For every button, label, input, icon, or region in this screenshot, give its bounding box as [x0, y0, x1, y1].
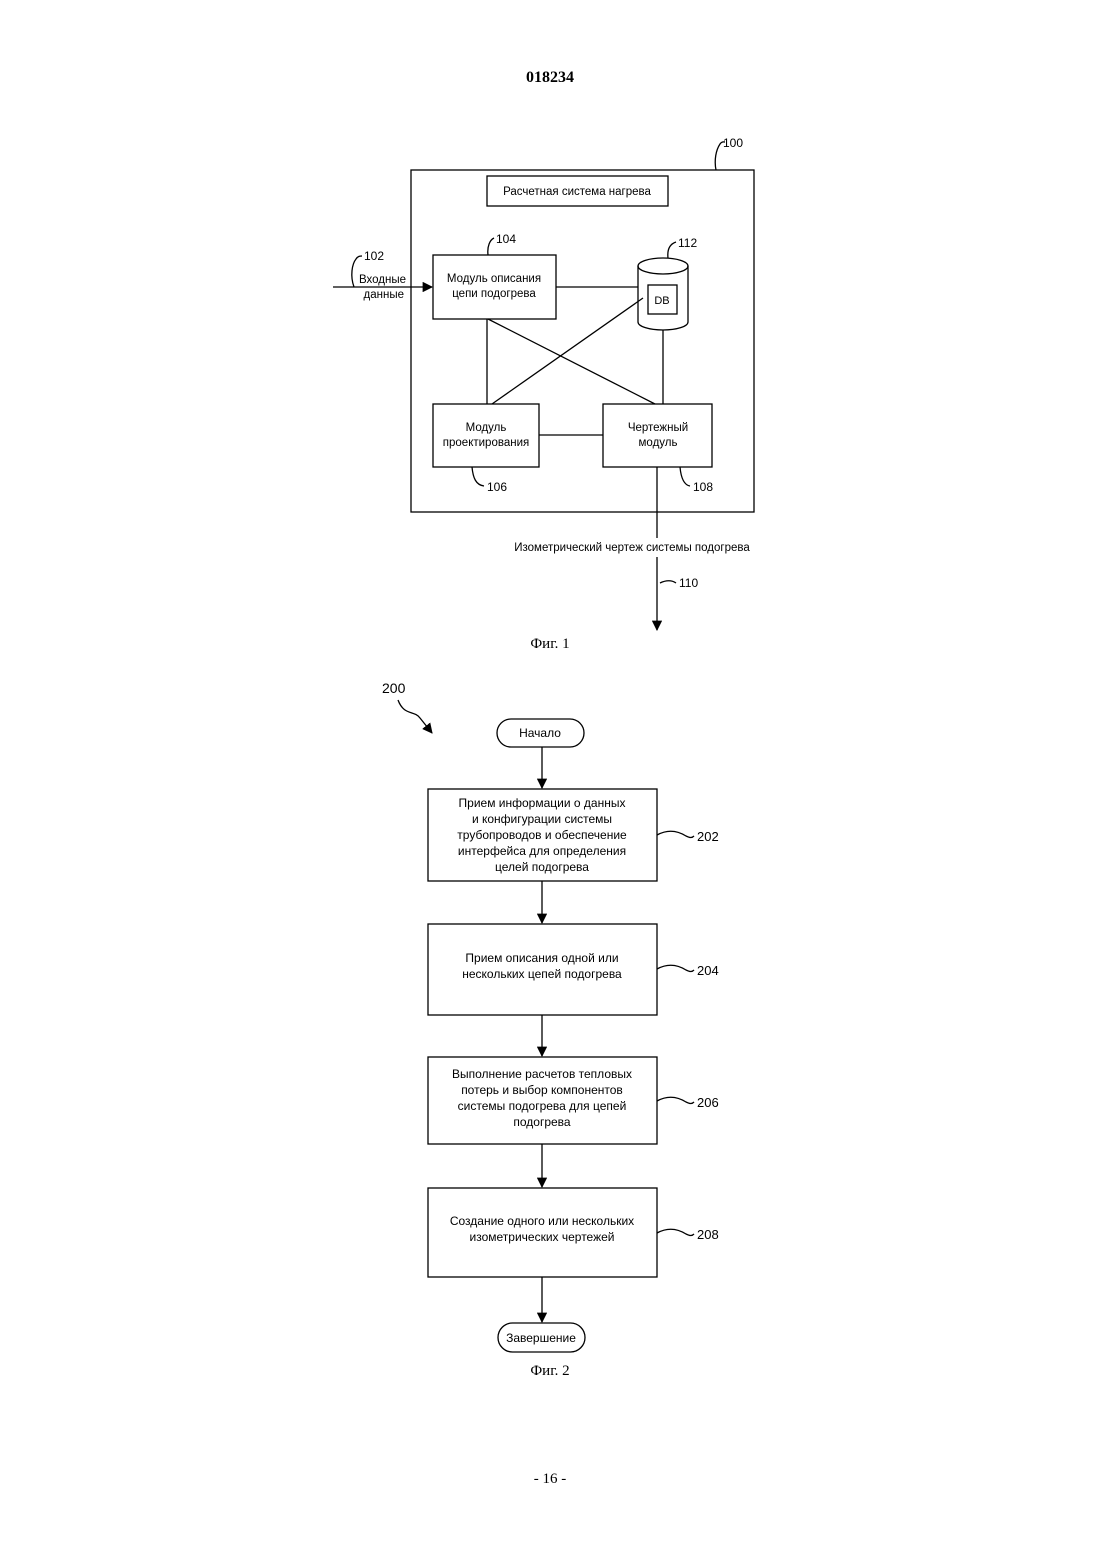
module-104-line1: Модуль описания [447, 273, 541, 285]
step-206-line3: системы подогрева для цепей [458, 1099, 627, 1113]
step-202-line5: целей подогрева [495, 860, 589, 874]
step-202-line4: интерфейса для определения [458, 844, 626, 858]
document-number: 018234 [526, 69, 574, 86]
step-208-line1: Создание одного или нескольких [450, 1214, 634, 1228]
step-206-line2: потерь и выбор компонентов [461, 1083, 623, 1097]
ref-100: 100 [723, 136, 743, 150]
ref-208: 208 [697, 1227, 719, 1242]
start-label: Начало [519, 726, 561, 740]
module-108-line1: Чертежный [628, 422, 688, 434]
leader-108 [680, 467, 690, 486]
figure-2-caption: Фиг. 2 [530, 1363, 569, 1379]
end-label: Завершение [506, 1331, 576, 1345]
output-label: Изометрический чертеж системы подогрева [514, 542, 750, 554]
module-106-line2: проектирования [443, 437, 529, 449]
figure-1 [333, 142, 754, 630]
leader-208 [657, 1229, 694, 1235]
leader-110 [660, 581, 676, 583]
ref-102: 102 [364, 249, 384, 263]
figure-1-caption: Фиг. 1 [530, 636, 569, 652]
db-label: DB [654, 295, 669, 307]
title-box-label: Расчетная система нагрева [503, 186, 651, 198]
step-208-line2: изометрических чертежей [470, 1230, 615, 1244]
leader-104 [488, 238, 494, 255]
step-204-line2: нескольких цепей подогрева [462, 967, 622, 981]
leader-204 [657, 965, 694, 971]
ref-106: 106 [487, 480, 507, 494]
input-label-line2: данные [364, 289, 404, 301]
step-202-line3: трубопроводов и обеспечение [457, 828, 627, 842]
ref-108: 108 [693, 480, 713, 494]
ref-206: 206 [697, 1095, 719, 1110]
leader-106 [472, 467, 484, 486]
ref-112: 112 [678, 236, 697, 250]
ref-202: 202 [697, 829, 719, 844]
link-104-108 [488, 319, 655, 404]
ref-204: 204 [697, 963, 719, 978]
ref-104: 104 [496, 232, 516, 246]
ref-110: 110 [679, 576, 698, 590]
module-104-box [433, 255, 556, 319]
step-206-line4: подогрева [513, 1115, 571, 1129]
module-106-box [433, 404, 539, 467]
leader-202 [657, 831, 694, 837]
module-104-line2: цепи подогрева [452, 288, 536, 300]
leader-112 [668, 242, 676, 258]
module-106-line1: Модуль [466, 422, 507, 434]
module-108-line2: модуль [639, 437, 678, 449]
step-204-line1: Прием описания одной или [465, 951, 618, 965]
link-db-106 [492, 298, 643, 404]
module-108-box [603, 404, 712, 467]
step-206-line1: Выполнение расчетов тепловых [452, 1067, 632, 1081]
ref-200: 200 [382, 680, 406, 696]
input-label-line1: Входные [359, 274, 406, 286]
leader-206 [657, 1097, 694, 1103]
page-number: - 16 - [534, 1471, 567, 1487]
leader-200 [398, 700, 432, 733]
step-202-line1: Прием информации о данных [459, 796, 626, 810]
database-cylinder [638, 258, 688, 330]
step-202-line2: и конфигурации системы [472, 812, 612, 826]
